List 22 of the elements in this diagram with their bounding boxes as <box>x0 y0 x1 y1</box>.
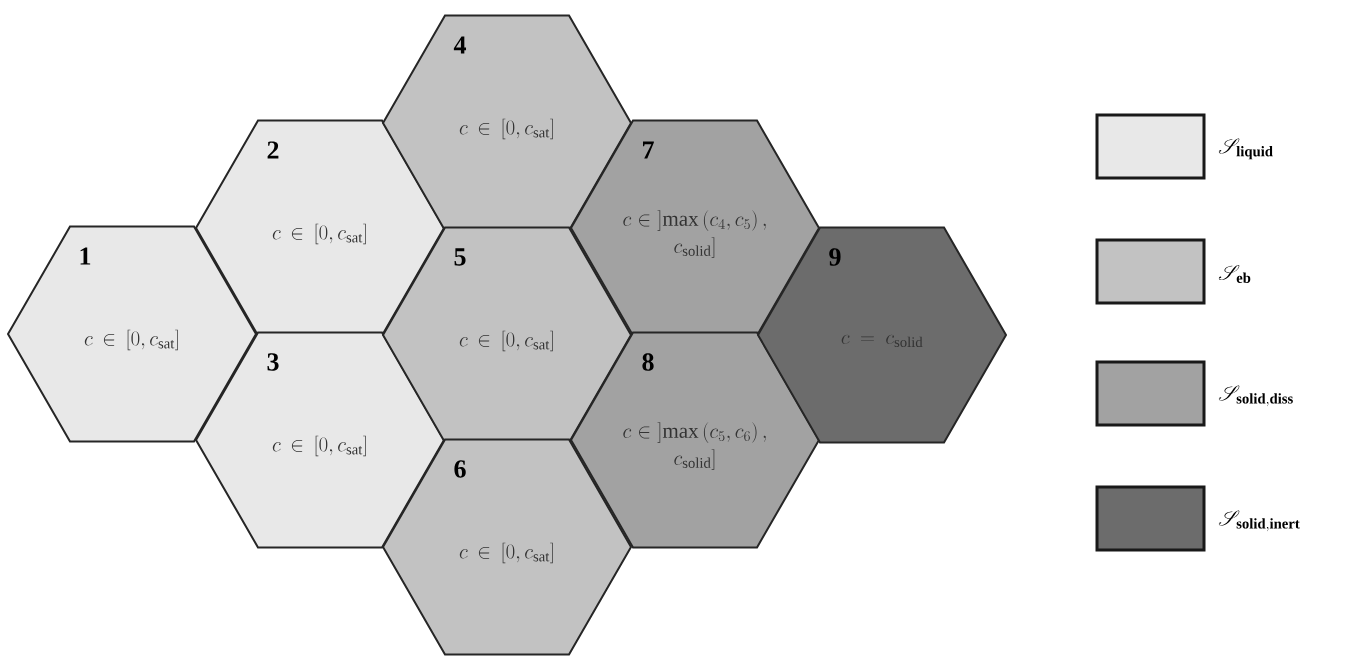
hexagon-number: 8 <box>642 353 654 371</box>
formula: $c \in \mathopen{]}\max\left(c_4, c_5\right),\allowbreak c_{\mathrm{solid}}]$ <box>623 210 766 258</box>
formula: $c \in [0, c_{\mathrm{sat}}]$ <box>459 118 553 140</box>
legend-label: $\mathscr{S}_{\mathbf{solid,diss}}$ <box>1218 385 1293 407</box>
formula: $c \in [0, c_{\mathrm{sat}}]$ <box>272 223 366 245</box>
hexagon-number: 4 <box>453 36 466 54</box>
hexagon-number: 6 <box>454 460 466 478</box>
formula: $c \in [0, c_{\mathrm{sat}}]$ <box>459 542 553 564</box>
hexagon-number: 2 <box>267 141 279 159</box>
hexagon-number: 9 <box>829 248 841 266</box>
formula: $c \in \mathopen{]}\max\left(c_5, c_6\right),\allowbreak c_{\mathrm{solid}}]$ <box>623 422 766 470</box>
hexagon-number: 3 <box>267 353 279 371</box>
hexagon-number: 5 <box>454 248 466 266</box>
formula: $c \in [0, c_{\mathrm{sat}}]$ <box>272 435 366 457</box>
formula: $c = c_{\mathrm{solid}}$ <box>841 334 923 348</box>
formula: $c \in [0, c_{\mathrm{sat}}]$ <box>84 329 178 351</box>
legend-label: $\mathscr{S}_{\mathbf{solid,inert}}$ <box>1218 510 1300 532</box>
formula: $c \in [0, c_{\mathrm{sat}}]$ <box>459 330 553 352</box>
legend-label: $\mathscr{S}_{\mathbf{eb}}$ <box>1218 264 1251 283</box>
hexagon-number: 7 <box>643 141 654 159</box>
hexagon-number: 1 <box>80 247 91 265</box>
legend-label: $\mathscr{S}_{\mathbf{liquid}}$ <box>1218 138 1273 160</box>
